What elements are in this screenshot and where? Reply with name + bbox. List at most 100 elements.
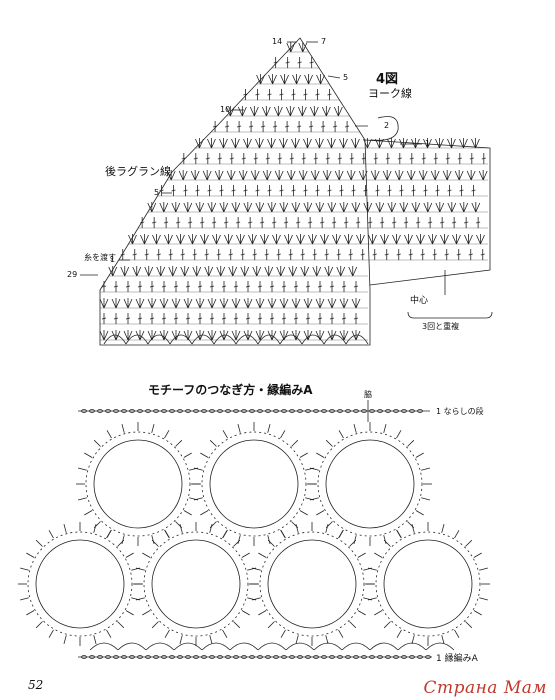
dc-stitch (277, 153, 282, 164)
edge-picot (257, 642, 287, 651)
dc-stitch (132, 249, 137, 260)
dc-stitch (197, 313, 203, 324)
fan-stitch (99, 298, 109, 309)
chain-stitch (273, 409, 279, 413)
motif-spoke (454, 530, 460, 539)
motif-spoke (411, 635, 415, 644)
motif-spoke (325, 439, 333, 447)
motif-spoke (338, 430, 344, 439)
dc-stitch (481, 153, 486, 164)
fan-stitch (346, 170, 356, 181)
fan-stitch (226, 170, 236, 181)
dc-stitch (241, 153, 246, 164)
motif-spoke (78, 497, 87, 501)
fan-stitch (303, 298, 313, 309)
chain-stitch (345, 409, 351, 413)
dc-stitch (468, 249, 473, 260)
fan-stitch (459, 202, 469, 213)
fan-stitch (418, 170, 428, 181)
dc-stitch (125, 281, 131, 292)
chain-stitch (225, 409, 231, 413)
dc-stitch (260, 217, 265, 228)
motif-spoke (479, 567, 488, 571)
edge-picot (229, 642, 259, 651)
fan-stitch (416, 234, 425, 245)
motif-spoke (479, 597, 488, 601)
fan-stitch (304, 74, 313, 85)
motif-spoke (35, 621, 43, 629)
motif-spoke (151, 539, 159, 547)
fan-stitch (240, 266, 250, 277)
fan-stitch (363, 138, 372, 149)
motif-spoke (374, 610, 383, 616)
motif-spoke (20, 597, 29, 601)
fan-stitch (452, 234, 461, 245)
chain-stitch (417, 655, 423, 659)
motif-ring (35, 539, 125, 629)
dc-stitch (144, 249, 149, 260)
dc-stitch (444, 249, 449, 260)
dc-stitch (480, 249, 485, 260)
edge-picot (285, 642, 315, 651)
dc-stitch (409, 153, 414, 164)
motif-spoke (316, 452, 325, 458)
motif-spoke (280, 530, 286, 539)
chain-stitch (257, 655, 263, 659)
fan-stitch (224, 234, 233, 245)
chain-stitch (345, 655, 351, 659)
fan-stitch (447, 202, 457, 213)
motif-spoke (383, 539, 391, 547)
fan-stitch (171, 202, 181, 213)
chain-stitch (177, 655, 183, 659)
chain-stitch (289, 409, 295, 413)
fan-stitch (147, 298, 157, 309)
motif-spoke (237, 535, 241, 544)
chain-stitch (273, 655, 279, 659)
fan-stitch (219, 298, 229, 309)
dc-stitch (231, 185, 236, 196)
chain-stitch (241, 409, 247, 413)
motif-spoke (209, 439, 217, 447)
fan-stitch (249, 106, 259, 117)
dc-stitch (233, 281, 239, 292)
dc-stitch (168, 249, 173, 260)
dc-stitch (245, 313, 251, 324)
fan-stitch (252, 266, 262, 277)
chain-stitch (201, 409, 207, 413)
fan-stitch (216, 266, 226, 277)
overlap-note: 3回と重複 (422, 322, 460, 331)
motif-spoke (295, 524, 299, 533)
fan-stitch (363, 202, 373, 213)
fan-stitch (243, 202, 253, 213)
row-arrow-2 (355, 116, 399, 141)
motif-spoke (295, 635, 299, 644)
dc-stitch (233, 313, 239, 324)
motif-spoke (164, 629, 170, 638)
dc-stitch (164, 217, 169, 228)
edge-picot (89, 642, 119, 651)
fan-stitch (351, 298, 361, 309)
motif-spoke (93, 524, 97, 533)
fan-stitch (339, 298, 349, 309)
motif-spoke (63, 524, 67, 533)
chain-stitch (265, 655, 271, 659)
fan-stitch (272, 234, 281, 245)
motif-spoke (125, 610, 134, 616)
chain-stitch (241, 655, 247, 659)
fan-stitch (339, 138, 348, 149)
motif-spoke (237, 424, 241, 433)
dc-stitch (279, 89, 284, 100)
motif-spoke (465, 539, 473, 547)
motif-ring (151, 539, 241, 629)
edge-picot (341, 642, 371, 651)
dc-stitch (308, 121, 314, 132)
dc-stitch (240, 249, 245, 260)
motif-spoke (310, 497, 319, 501)
dc-stitch (205, 153, 210, 164)
dc-stitch (384, 249, 389, 260)
dc-stitch (267, 89, 272, 100)
scallop (235, 334, 259, 345)
fan-stitch (273, 106, 283, 117)
motif-spoke (142, 610, 151, 616)
chain-stitch (121, 655, 127, 659)
